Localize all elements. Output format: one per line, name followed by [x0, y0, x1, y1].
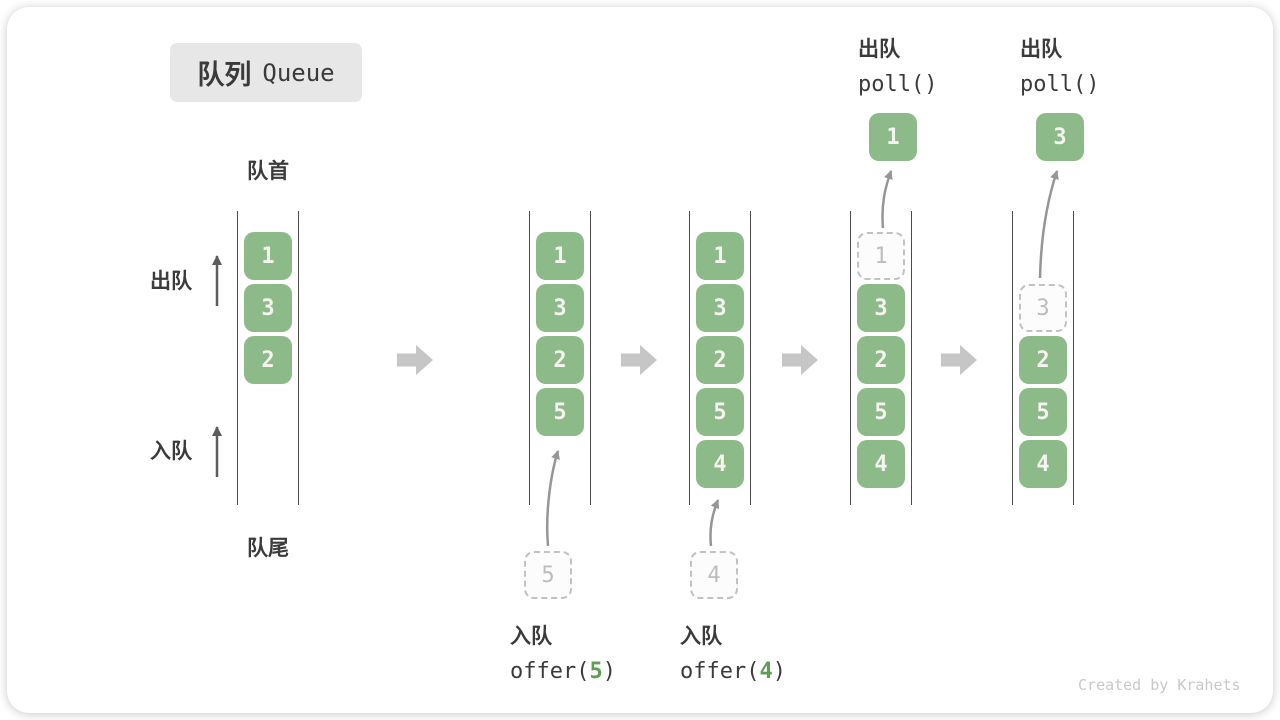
operation-call-label: offer(5) [510, 659, 616, 684]
operation-call-label: poll() [858, 72, 938, 97]
queue-cell-ghost: 1 [857, 232, 905, 280]
operation-call-label: offer(4) [680, 659, 786, 684]
queue-cell-ghost: 3 [1019, 284, 1067, 332]
queue-cell: 2 [1019, 336, 1067, 384]
staging-cell-4: 4 [690, 551, 738, 599]
queue-cell: 2 [696, 336, 744, 384]
queue-cell: 2 [244, 336, 292, 384]
title-chinese: 队列 [197, 60, 252, 90]
queue-cell: 3 [536, 284, 584, 332]
queue-cell: 1 [536, 232, 584, 280]
call-suffix: ) [602, 659, 616, 684]
operation-action-label: 出队 [1020, 38, 1062, 61]
queue-cell: 2 [857, 336, 905, 384]
label-queue-front: 队首 [247, 160, 289, 183]
operation-action-label: 入队 [680, 625, 722, 648]
queue-cell: 5 [1019, 388, 1067, 436]
enqueue-4-arrow-icon [709, 499, 720, 547]
call-prefix: offer( [680, 659, 760, 684]
operation-poll-1: 出队 poll() [858, 33, 937, 97]
call-argument: 4 [759, 659, 773, 684]
operation-poll-2: 出队 poll() [1020, 33, 1099, 97]
state-transition-arrow-icon [941, 345, 977, 375]
queue-cell: 1 [696, 232, 744, 280]
call-suffix: ) [772, 659, 786, 684]
operation-offer-5: 入队 offer(5) [510, 620, 616, 684]
operation-action-label: 出队 [858, 38, 900, 61]
watermark: Created by Krahets [1078, 676, 1241, 694]
operation-action-label: 入队 [510, 625, 552, 648]
queue-cell: 5 [857, 388, 905, 436]
popped-cell-1: 1 [869, 113, 917, 161]
queue-cell: 3 [696, 284, 744, 332]
queue-cell: 5 [536, 388, 584, 436]
call-prefix: offer( [510, 659, 590, 684]
title-box: 队列 Queue [170, 43, 362, 102]
queue-cell: 4 [696, 440, 744, 488]
staging-cell-5: 5 [524, 551, 572, 599]
operation-call-label: poll() [1020, 72, 1100, 97]
queue-cell: 3 [857, 284, 905, 332]
queue-cell: 3 [244, 284, 292, 332]
queue-cell: 2 [536, 336, 584, 384]
label-enqueue: 入队 [150, 440, 192, 463]
popped-cell-3: 3 [1036, 113, 1084, 161]
queue-cell: 1 [244, 232, 292, 280]
state-transition-arrow-icon [782, 345, 818, 375]
queue-cell: 5 [696, 388, 744, 436]
title-english: Queue [262, 58, 335, 87]
queue-cell: 4 [1019, 440, 1067, 488]
queue-cell: 4 [857, 440, 905, 488]
call-argument: 5 [589, 659, 603, 684]
state-transition-arrow-icon [397, 345, 433, 375]
state-transition-arrow-icon [621, 345, 657, 375]
label-queue-rear: 队尾 [247, 537, 289, 560]
operation-offer-4: 入队 offer(4) [680, 620, 786, 684]
label-dequeue: 出队 [150, 270, 192, 293]
